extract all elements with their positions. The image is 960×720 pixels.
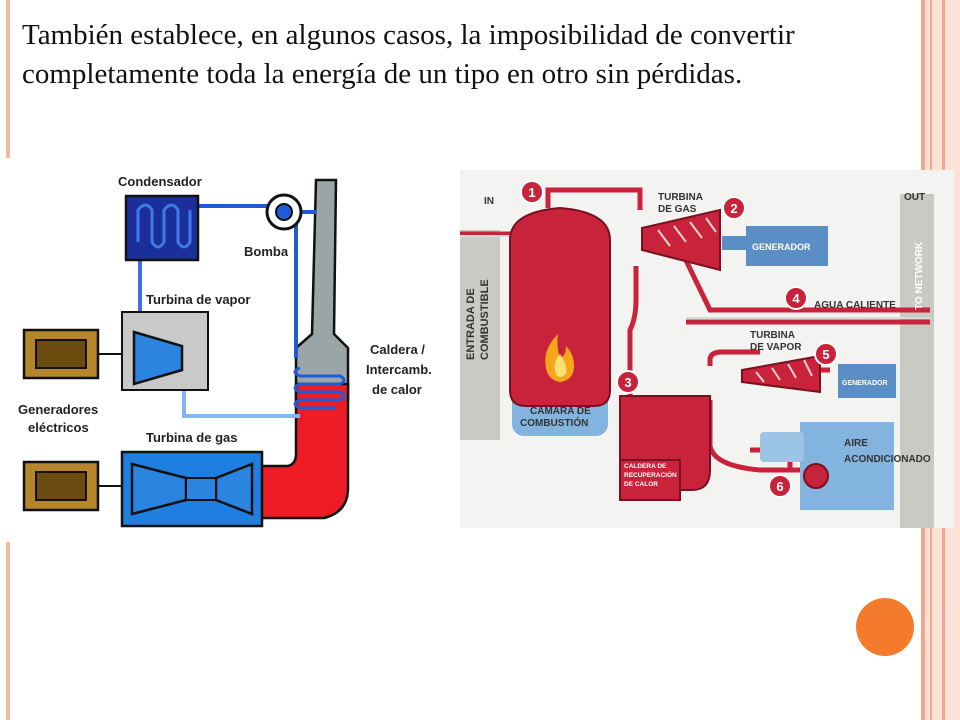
step-badges	[520, 180, 838, 498]
label-turbina-gas-2: DE GAS	[658, 204, 697, 215]
network-column	[900, 194, 934, 528]
label-generador-small: GENERADOR	[842, 380, 888, 387]
power-plant-process-diagram: 1 2 3 4 5 6 IN OUT TURBINA DE GAS AGUA C…	[460, 170, 954, 528]
label-aire-2: ACONDICIONADO	[844, 454, 931, 465]
combustion-chamber	[509, 206, 611, 407]
label-agua-caliente: AGUA CALIENTE	[814, 300, 896, 311]
label-generadores-1: Generadores	[18, 402, 98, 417]
orange-accent-dot	[856, 598, 914, 656]
label-camara-1: CÁMARA DE	[530, 404, 591, 417]
generator-small-box	[838, 364, 896, 398]
step-2-badge	[722, 196, 746, 220]
step-4-badge	[784, 286, 808, 310]
label-out: OUT	[904, 192, 925, 203]
step-5-badge	[814, 342, 838, 366]
label-caldera-3: DE CALOR	[624, 481, 658, 488]
label-turbina-vapor-2: DE VAPOR	[750, 342, 802, 353]
label-network: TO NETWORK	[914, 241, 925, 310]
fuel-entry-column	[460, 230, 500, 440]
label-turbina-vapor: Turbina de vapor	[146, 292, 251, 307]
step-1: 1	[528, 185, 535, 200]
label-generadores-2: eléctricos	[28, 420, 89, 435]
step-2: 2	[730, 201, 737, 216]
label-generador: GENERADOR	[752, 242, 811, 252]
label-caldera-2: Intercamb.	[366, 362, 432, 377]
label-caldera-2: RECUPERACIÓN	[624, 470, 677, 479]
step-1-badge	[520, 180, 544, 204]
label-caldera-1: CALDERA DE	[624, 463, 667, 470]
label-entrada-2: COMBUSTIBLE	[479, 279, 491, 360]
label-turbina-gas: Turbina de gas	[146, 430, 238, 445]
label-bomba: Bomba	[244, 244, 289, 259]
heat-exchanger-coil	[293, 366, 346, 410]
label-turbina-gas-1: TURBINA	[658, 192, 703, 203]
combined-cycle-schematic: Condensador Bomba Turbina de vapor Calde…	[0, 158, 460, 542]
label-turbina-vapor-1: TURBINA	[750, 330, 795, 341]
label-caldera-1: Caldera /	[370, 342, 425, 357]
gas-turbine-fan	[641, 208, 721, 272]
label-caldera-3: de calor	[372, 382, 422, 397]
step-5: 5	[822, 347, 829, 362]
step-6-badge	[768, 474, 792, 498]
slide-body-text: También establece, en algunos casos, la …	[22, 19, 795, 90]
step-4: 4	[792, 291, 800, 306]
step-3-badge	[616, 370, 640, 394]
generator-box	[746, 226, 828, 266]
label-in: IN	[484, 196, 494, 207]
label-entrada-1: ENTRADA DE	[465, 288, 477, 360]
steam-turbine	[132, 330, 184, 386]
steam-turbine-fan	[741, 354, 821, 394]
step-6: 6	[776, 479, 783, 494]
label-condensador: Condensador	[118, 174, 202, 189]
label-aire-1: AIRE	[844, 438, 868, 449]
step-3: 3	[624, 375, 631, 390]
label-camara-2: COMBUSTIÓN	[520, 416, 588, 429]
